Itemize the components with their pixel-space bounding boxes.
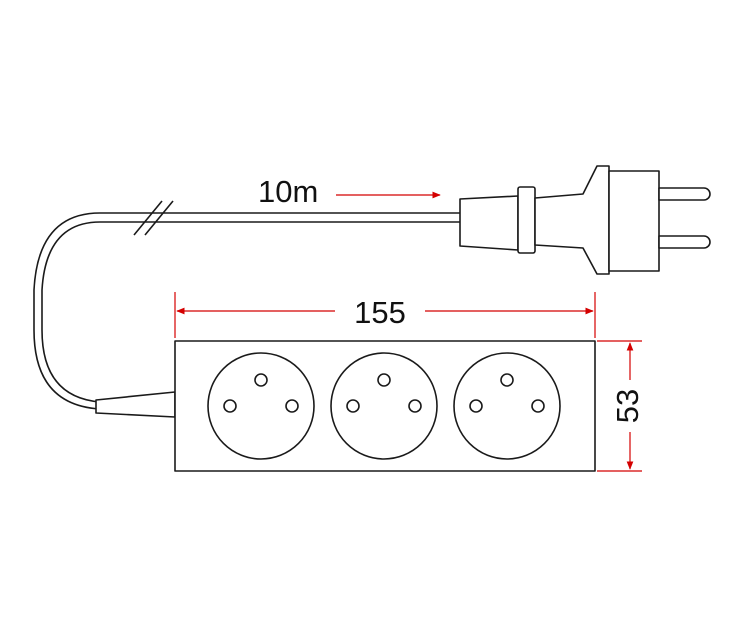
plug-sleeve — [459, 195, 519, 251]
plug-collar — [517, 186, 536, 254]
width-label: 155 — [354, 295, 406, 330]
plug-body — [534, 165, 610, 275]
socket-icon — [330, 352, 438, 460]
cable-inner-line — [41, 221, 460, 403]
cable-outer-line — [33, 212, 460, 410]
strip-cord-sleeve — [95, 391, 176, 418]
plug-icon — [459, 165, 711, 275]
width-dimension: 155 — [174, 292, 596, 338]
cable-length-label: 10m — [258, 174, 318, 209]
socket-icon — [453, 352, 561, 460]
plug-pin-bottom — [658, 235, 711, 249]
power-strip — [174, 340, 596, 472]
socket-icon — [207, 352, 315, 460]
cable-length-annotation: 10m — [258, 174, 441, 209]
cable-break-icon — [133, 200, 174, 236]
height-label: 53 — [610, 389, 645, 423]
height-dimension: 53 — [597, 340, 645, 472]
plug-pin-top — [658, 187, 711, 201]
power-cable — [33, 200, 460, 410]
plug-face — [608, 170, 660, 272]
